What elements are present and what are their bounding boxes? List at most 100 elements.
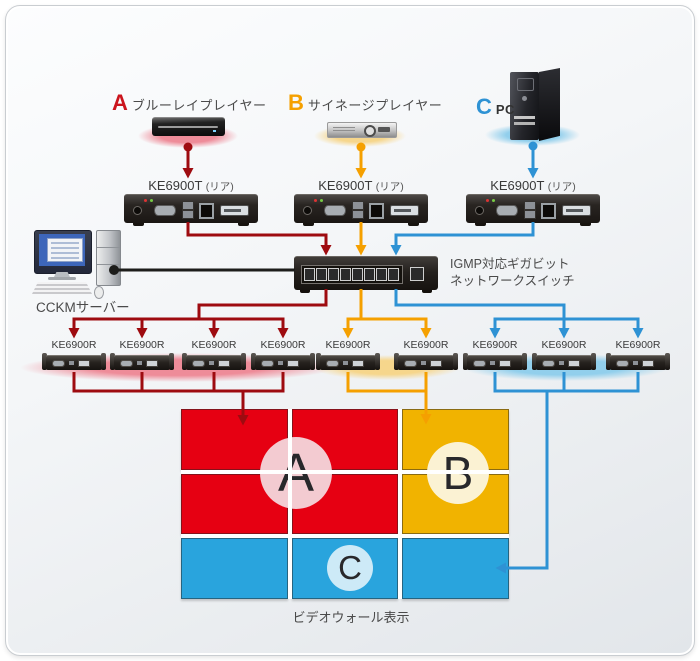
dvi-port [390, 205, 419, 216]
ethernet-port [541, 203, 556, 219]
transmitter-c-device [466, 194, 600, 226]
ethernet-port [388, 268, 399, 281]
monitor [34, 230, 92, 274]
receiver-label: KE6900R [191, 339, 237, 351]
source-a-letter: A [112, 90, 128, 115]
ethernet-port [352, 268, 363, 281]
wall-gap [181, 470, 509, 474]
ethernet-port [304, 268, 315, 281]
monitor-base [48, 277, 76, 280]
receiver-device [394, 353, 458, 371]
receiver-device [316, 353, 380, 371]
usb-port [352, 210, 364, 219]
bluray-player-illustration [152, 117, 225, 136]
power-jack [133, 206, 142, 215]
transmitter-b-model: KE6900T [318, 178, 373, 193]
receiver-label: KE6900R [541, 339, 587, 351]
source-a-name: ブルーレイプレイヤー [131, 98, 267, 113]
device-foot [133, 223, 144, 226]
uplink-port [410, 267, 424, 281]
pc-tower-illustration [510, 68, 562, 142]
mouse [94, 286, 104, 299]
monitor-stand [54, 272, 70, 277]
led-indicator [314, 199, 317, 202]
receiver-device [182, 353, 246, 371]
led-indicator [486, 199, 489, 202]
device-foot [475, 223, 486, 226]
monitor-screen [39, 234, 85, 266]
source-c-caption: C PC [476, 94, 515, 119]
ethernet-port [199, 203, 214, 219]
server-tower [96, 230, 121, 286]
usb-port [524, 201, 536, 210]
dvi-port [562, 205, 591, 216]
zone-c-letter: C [338, 549, 362, 586]
usb-port [182, 201, 194, 210]
network-switch-device [294, 256, 438, 293]
video-wall-caption: ビデオウォール表示 [292, 610, 410, 625]
transmitter-c-model: KE6900T [490, 178, 545, 193]
pc-vent [517, 78, 534, 91]
receiver-device [110, 353, 174, 371]
led-indicator [320, 199, 323, 202]
wall-panel [181, 538, 288, 599]
source-c-letter: C [476, 94, 492, 119]
pc-side-panel [539, 68, 560, 141]
device-foot [238, 223, 249, 226]
signage-vents [333, 127, 355, 133]
receiver-label: KE6900R [51, 339, 97, 351]
pc-drive-bay [514, 116, 535, 119]
ethernet-port [340, 268, 351, 281]
power-jack [303, 206, 312, 215]
cckm-server-illustration [32, 228, 126, 299]
device-foot [408, 223, 419, 226]
receiver-device [251, 353, 315, 371]
source-b-letter: B [288, 90, 304, 115]
signage-display [378, 127, 390, 132]
receiver-device [606, 353, 670, 371]
device-foot [580, 223, 591, 226]
receiver-label: KE6900R [119, 339, 165, 351]
cckm-server-label: CCKMサーバー [36, 300, 130, 315]
transmitter-b-label: KE6900T (リア) [294, 178, 428, 194]
video-wall: A B C [181, 409, 509, 599]
source-b-name: サイネージプレイヤー [307, 98, 443, 113]
ethernet-port [376, 268, 387, 281]
wall-panel [402, 538, 509, 599]
ethernet-port [364, 268, 375, 281]
usb-port [352, 201, 364, 210]
signage-knob [364, 125, 376, 137]
bluray-led [213, 130, 216, 132]
server-wire [109, 265, 295, 275]
power-jack [475, 206, 484, 215]
pc-power-button [522, 96, 527, 101]
ethernet-port [369, 203, 384, 219]
vga-port [324, 205, 346, 216]
transmitter-b-note: (リア) [375, 181, 404, 193]
usb-port [524, 210, 536, 219]
receiver-device [42, 353, 106, 371]
receiver-label: KE6900R [325, 339, 371, 351]
keyboard [32, 282, 92, 294]
bluray-tray-strip [158, 126, 218, 128]
source-a-caption: A ブルーレイプレイヤー [112, 90, 267, 115]
dvi-port [220, 205, 249, 216]
transmitter-a-note: (リア) [205, 181, 234, 193]
receiver-device [532, 353, 596, 371]
receiver-label: KE6900R [615, 339, 661, 351]
receiver-label: KE6900R [472, 339, 518, 351]
transmitter-c-label: KE6900T (リア) [466, 178, 600, 194]
ethernet-port [328, 268, 339, 281]
switch-label-line2: ネットワークスイッチ [450, 274, 575, 288]
wall-gap [288, 409, 292, 599]
transmitter-b-device [294, 194, 428, 226]
device-foot [303, 223, 314, 226]
led-indicator [150, 199, 153, 202]
diagram-card: A ブルーレイプレイヤー B サイネージプレイヤー C PC [5, 5, 695, 656]
source-c-name: PC [495, 102, 515, 117]
usb-port [182, 210, 194, 219]
receiver-label: KE6900R [403, 339, 449, 351]
pc-front-panel [510, 72, 539, 140]
wall-gap [181, 534, 509, 538]
